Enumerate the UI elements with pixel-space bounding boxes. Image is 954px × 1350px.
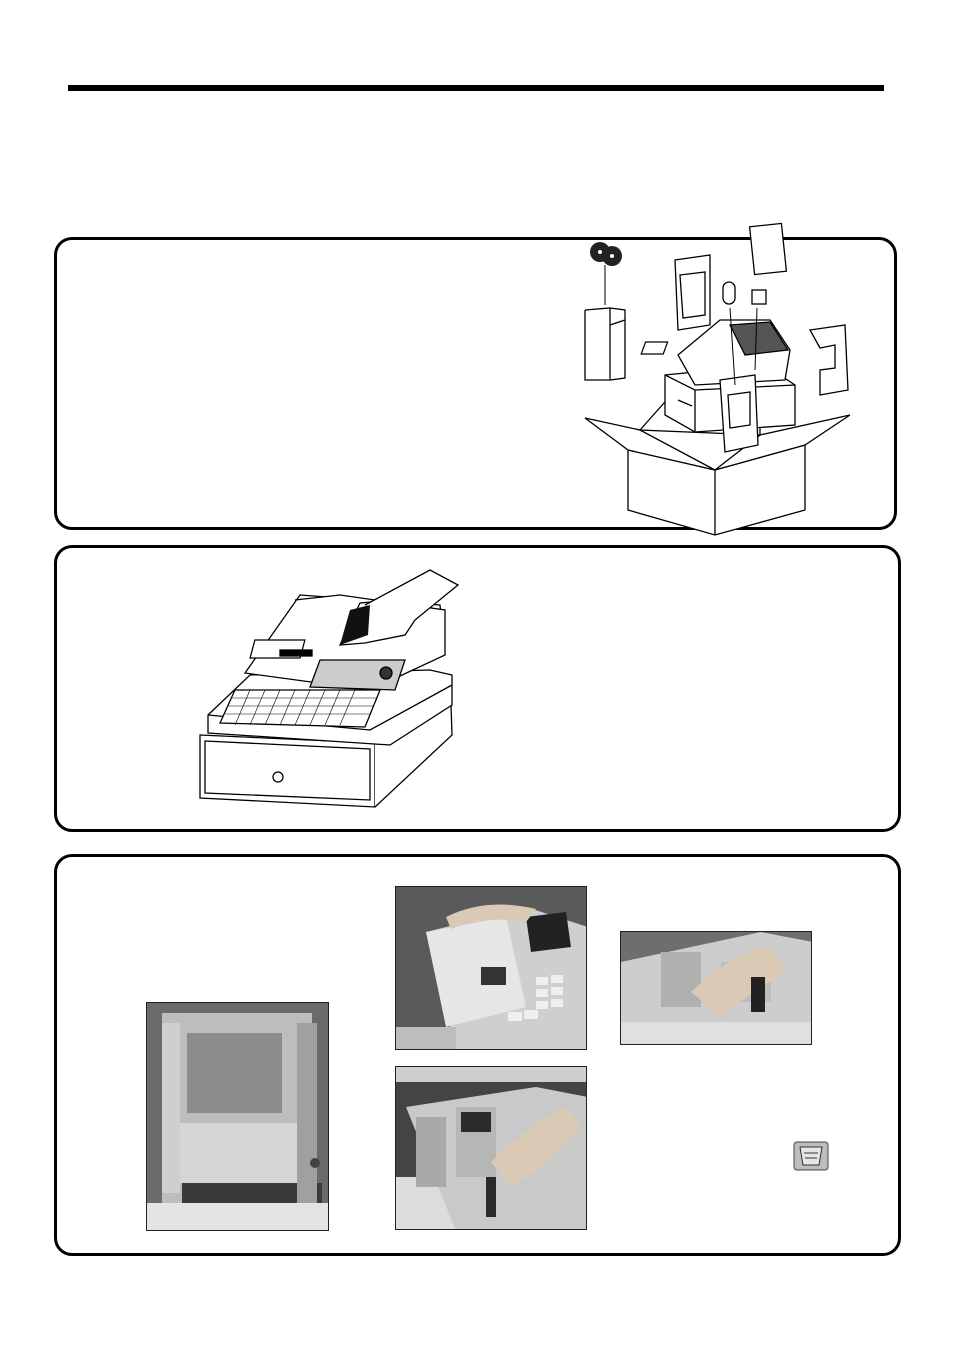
open-register-top-photo	[146, 1002, 329, 1231]
tape-removal-panel	[54, 545, 901, 832]
feed-key-icon	[793, 1141, 829, 1171]
cover-lift-photo	[395, 1066, 587, 1230]
header-rule	[68, 85, 884, 91]
register-line-drawing	[190, 565, 465, 810]
package-contents-illustration	[580, 220, 870, 540]
inner-printer-photo	[620, 931, 812, 1045]
printer-cover-removal-photo	[395, 886, 587, 1050]
